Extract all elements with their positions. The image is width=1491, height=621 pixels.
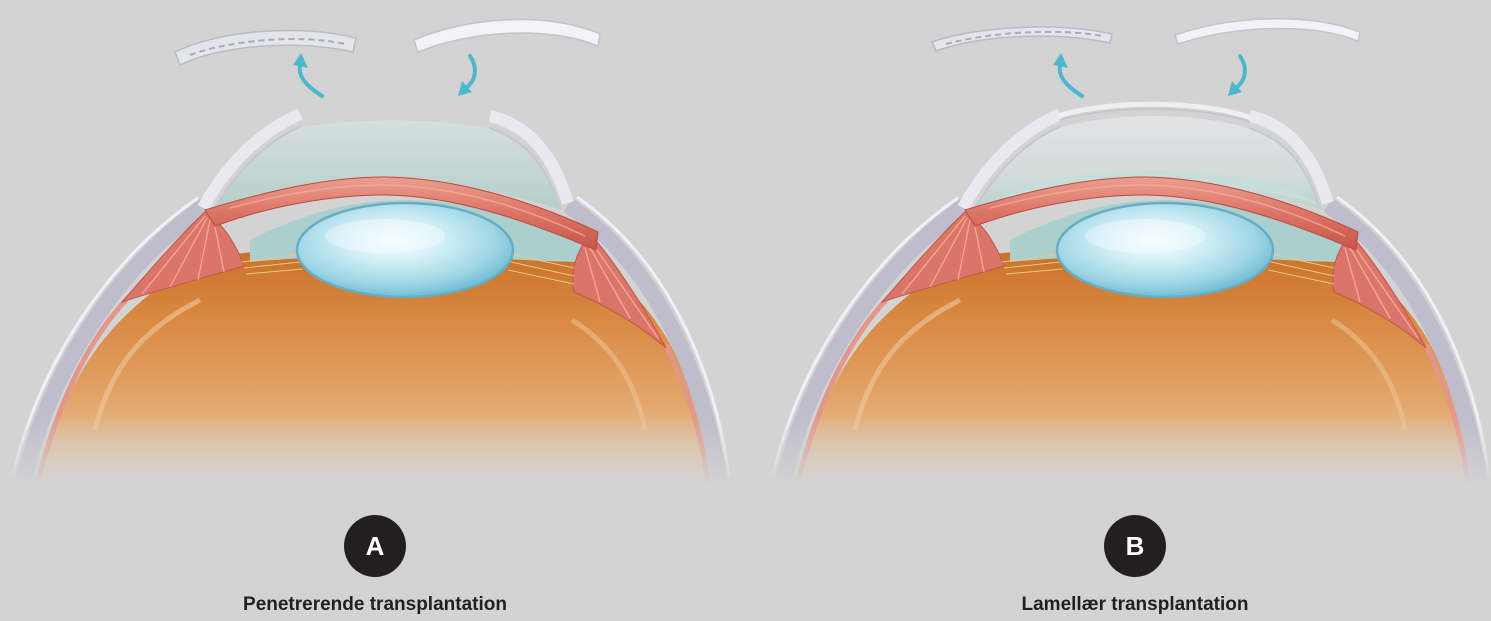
new-cornea-graft-right	[1175, 19, 1360, 44]
panel-a-badge: A	[344, 515, 406, 577]
panel-b-caption: Lamellær transplantation	[935, 594, 1335, 616]
removed-cornea-piece-left	[932, 27, 1112, 51]
arrow-up-icon	[293, 53, 322, 96]
arrow-up-icon	[1053, 53, 1082, 96]
panel-a-caption: Penetrerende transplantation	[175, 594, 575, 616]
arrow-down-icon	[1228, 56, 1245, 96]
removed-cornea-piece-left	[175, 30, 356, 65]
new-cornea-graft-right	[414, 20, 600, 52]
bottom-fade	[0, 415, 1491, 510]
arrow-down-icon	[458, 56, 475, 96]
panel-b-badge: B	[1104, 515, 1166, 577]
lens-highlight	[325, 219, 445, 253]
lens-highlight	[1085, 219, 1205, 253]
